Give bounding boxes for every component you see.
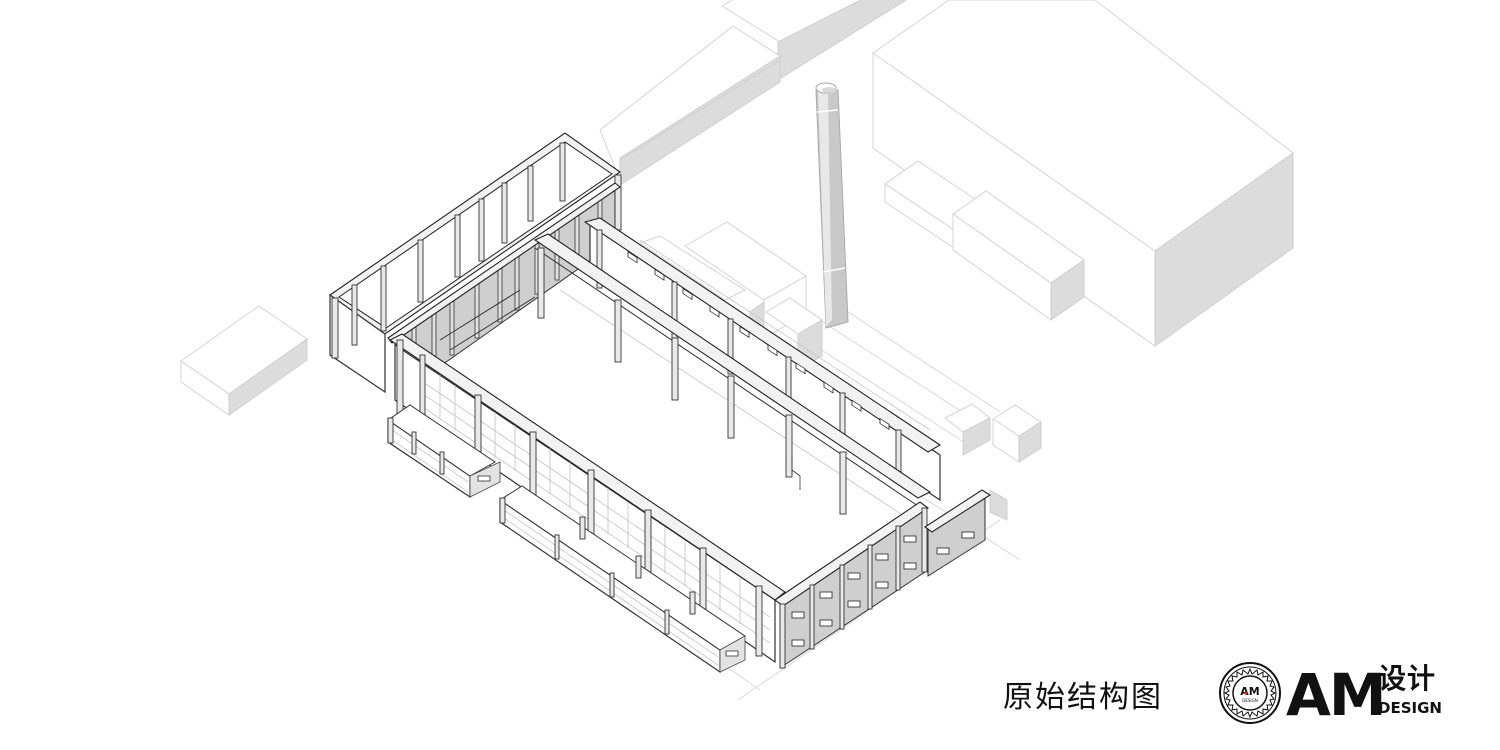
context-buildings: [180, 0, 1294, 701]
annex-front-long: [499, 485, 746, 674]
context-ground-strips: [799, 299, 1042, 521]
main-building: [329, 132, 992, 674]
drawing-caption: 原始结构图: [1003, 680, 1163, 715]
context-block-left: [180, 305, 308, 416]
end-facade-pilasters: [779, 507, 928, 669]
am-design-logo: AM DESIGN AM 设计 DESIGN: [1218, 661, 1448, 729]
logo-badge-icon: AM DESIGN: [1219, 662, 1281, 724]
logo-badge-text: AM: [1240, 685, 1259, 698]
left-wing-columns: [331, 142, 622, 359]
chimney: [815, 82, 849, 329]
context-block-small-2: [952, 190, 1085, 321]
clerestory-windows: [627, 251, 890, 430]
logo-wordmark: AM: [1286, 661, 1387, 729]
logo-badge-subtext: DESIGN: [1242, 698, 1257, 703]
main-hall-rear-wall: [583, 217, 942, 502]
front-wall-columns: [396, 339, 763, 657]
logo-wordmark-en: DESIGN: [1378, 699, 1442, 717]
end-facade-windows: [791, 535, 917, 647]
annex-front-left: [387, 404, 501, 499]
front-long-wall: [388, 333, 786, 664]
context-blocks-mid: [638, 221, 823, 371]
end-facade: [774, 489, 992, 669]
main-hall-interior-frame: [533, 233, 932, 515]
logo-wordmark-cn: 设计: [1378, 662, 1437, 695]
